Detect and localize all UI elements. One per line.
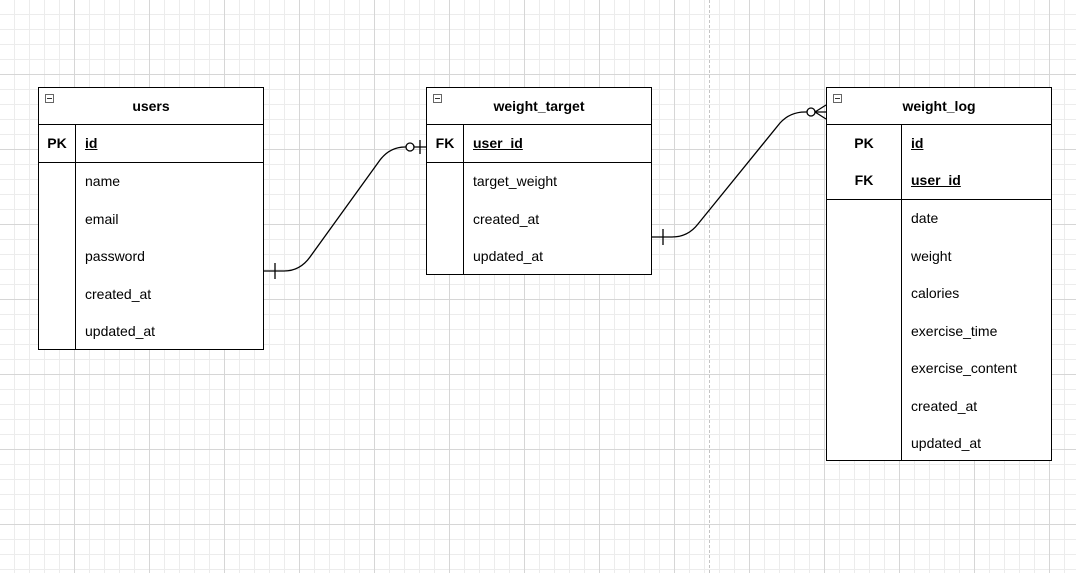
key-section: PK FK id user_id (827, 125, 1051, 200)
attribute-field[interactable]: target_weight (473, 173, 558, 189)
entity-weight-target[interactable]: weight_target FK user_id target_weight c… (426, 87, 652, 275)
attribute-field[interactable]: name (85, 173, 121, 189)
collapse-icon[interactable] (45, 94, 54, 103)
key-field[interactable]: id (85, 135, 98, 151)
relationship-users-weight-target[interactable] (264, 140, 426, 279)
relationship-weight-target-weight-log[interactable] (652, 104, 827, 245)
key-field[interactable]: user_id (473, 135, 523, 151)
entity-users[interactable]: users PK id name email password created_… (38, 87, 264, 350)
entity-header[interactable]: weight_target (427, 88, 651, 125)
attribute-field[interactable]: exercise_time (911, 322, 998, 339)
attribute-field[interactable]: weight (911, 247, 952, 264)
attribute-section: name email password created_at updated_a… (39, 163, 263, 351)
key-section: PK id (39, 125, 263, 163)
page-break-line (709, 0, 710, 573)
attribute-field[interactable]: password (85, 248, 145, 264)
collapse-icon[interactable] (833, 94, 842, 103)
attribute-field[interactable]: created_at (85, 285, 152, 302)
key-field[interactable]: id (911, 135, 924, 151)
key-tag: FK (435, 135, 455, 151)
key-field[interactable]: user_id (911, 172, 961, 188)
entity-title: weight_target (493, 98, 585, 114)
key-section: FK user_id (427, 125, 651, 163)
attribute-field[interactable]: exercise_content (911, 360, 1017, 376)
entity-title: weight_log (902, 98, 976, 114)
attribute-field[interactable]: updated_at (473, 248, 544, 264)
attribute-section: target_weight created_at updated_at (427, 163, 651, 276)
attribute-field[interactable]: email (85, 210, 119, 227)
key-tag: PK (854, 135, 874, 151)
attribute-field[interactable]: created_at (911, 397, 978, 414)
collapse-icon[interactable] (433, 94, 442, 103)
attribute-field[interactable]: updated_at (85, 323, 156, 339)
key-tag: FK (854, 172, 874, 188)
entity-header[interactable]: weight_log (827, 88, 1051, 125)
attribute-section: date weight calories exercise_time exerc… (827, 200, 1051, 463)
attribute-field[interactable]: created_at (473, 210, 540, 227)
entity-weight-log[interactable]: weight_log PK FK id user_id date weight … (826, 87, 1052, 461)
attribute-field[interactable]: updated_at (911, 435, 982, 451)
key-tag: PK (47, 135, 67, 151)
entity-title: users (132, 98, 170, 114)
attribute-field[interactable]: calories (911, 285, 960, 301)
entity-header[interactable]: users (39, 88, 263, 125)
attribute-field[interactable]: date (911, 210, 939, 226)
